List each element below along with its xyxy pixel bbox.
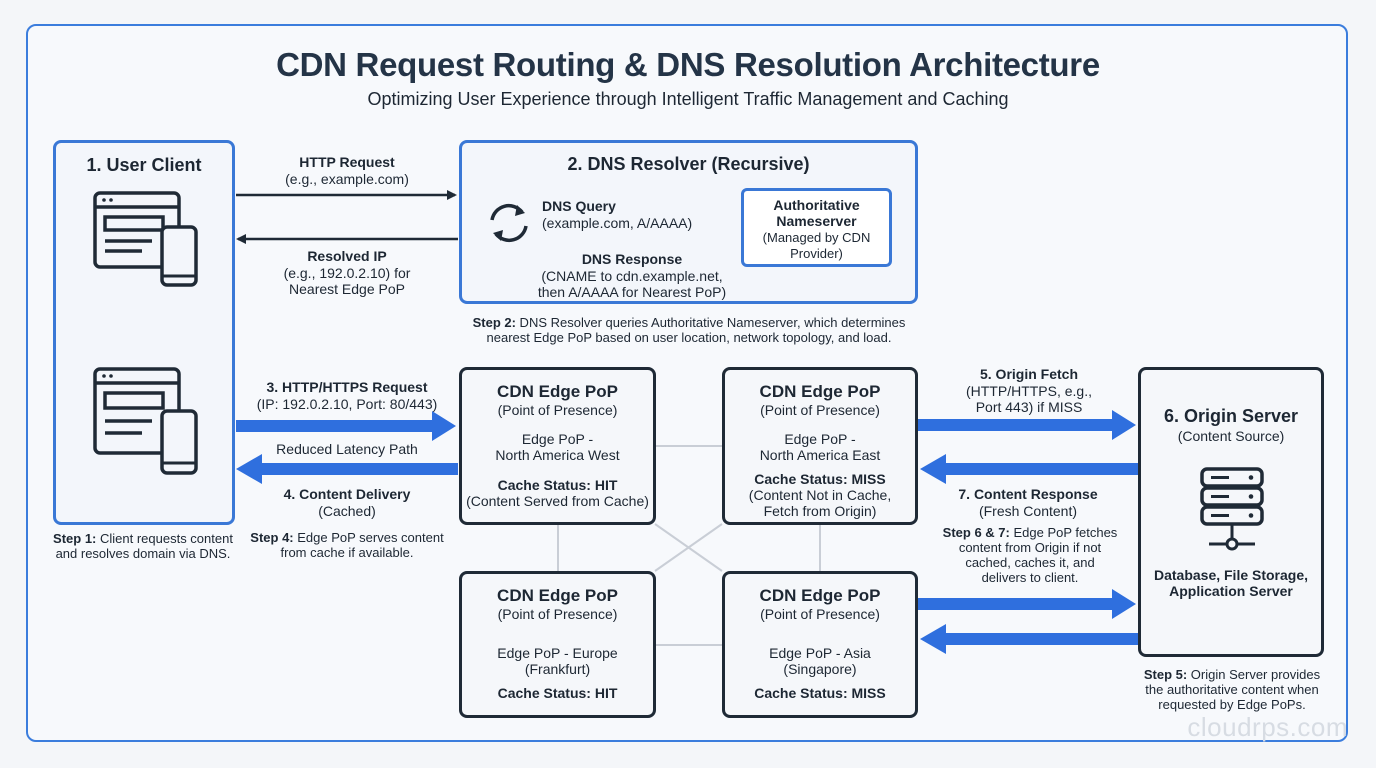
resolved-ip-line1: (e.g., 192.0.2.10) for bbox=[283, 265, 411, 281]
authoritative-detail-1: (Managed by CDN bbox=[762, 230, 871, 245]
origin-server-detail-2: Application Server bbox=[1169, 583, 1293, 599]
step5-line3: requested by Edge PoPs. bbox=[1158, 697, 1306, 712]
step1-line2: and resolves domain via DNS. bbox=[55, 546, 231, 561]
origin-fetch-line2: Port 443) if MISS bbox=[975, 399, 1083, 415]
pop-subtitle: (Point of Presence) bbox=[497, 402, 618, 418]
user-client-title: 1. User Client bbox=[86, 155, 202, 175]
resolved-ip-label: Resolved IP bbox=[307, 248, 387, 264]
page-subtitle: Optimizing User Experience through Intel… bbox=[367, 89, 1009, 109]
user-client-box: 1. User Client bbox=[53, 140, 235, 525]
origin-server-detail-1: Database, File Storage, bbox=[1153, 567, 1309, 583]
step67-line1: Edge PoP fetches bbox=[1009, 525, 1118, 540]
edge-pop-na-west: CDN Edge PoP (Point of Presence) Edge Po… bbox=[459, 367, 656, 525]
pop-title: CDN Edge PoP bbox=[759, 382, 881, 401]
origin-fetch-arrow bbox=[918, 410, 1136, 440]
content-delivery-label: 4. Content Delivery bbox=[283, 486, 411, 502]
edge-pop-europe: CDN Edge PoP (Point of Presence) Edge Po… bbox=[459, 571, 656, 718]
dns-query-detail: (example.com, A/AAAA) bbox=[542, 215, 693, 231]
pop-name-2: North America East bbox=[759, 447, 881, 463]
content-response-arrow bbox=[920, 454, 1138, 484]
pop-name-2: North America West bbox=[495, 447, 620, 463]
desktop-mobile-icon bbox=[93, 367, 198, 475]
step4-note: Step 4: Edge PoP serves content from cac… bbox=[240, 530, 454, 560]
mesh-line bbox=[654, 523, 723, 572]
http-request-detail: (e.g., example.com) bbox=[285, 171, 409, 187]
origin-server-subtitle: (Content Source) bbox=[1177, 428, 1285, 444]
origin-fetch-label: 5. Origin Fetch bbox=[979, 366, 1078, 382]
pop-cache-detail-2: Fetch from Origin) bbox=[763, 503, 877, 519]
dns-query-title: DNS Query bbox=[542, 198, 616, 214]
pop-cache-detail-1: (Content Served from Cache) bbox=[466, 493, 649, 509]
pop-subtitle: (Point of Presence) bbox=[497, 606, 618, 622]
authoritative-nameserver-box: Authoritative Nameserver (Managed by CDN… bbox=[741, 188, 892, 267]
step5-note: Step 5: Origin Server provides the autho… bbox=[1130, 667, 1334, 712]
step67-note: Step 6 & 7: Edge PoP fetches content fro… bbox=[920, 525, 1140, 585]
pop-name-2: (Singapore) bbox=[783, 661, 857, 677]
origin-fetch-line1: (HTTP/HTTPS, e.g., bbox=[965, 383, 1092, 399]
pop-cache-status: Cache Status: HIT bbox=[497, 685, 618, 701]
origin-server-title: 6. Origin Server bbox=[1163, 406, 1299, 426]
step1-line1: Client requests content bbox=[96, 531, 233, 546]
dns-response-title: DNS Response bbox=[581, 251, 683, 267]
step4-label: Step 4: bbox=[250, 530, 294, 545]
content-delivery-arrow bbox=[236, 454, 458, 484]
step1-label: Step 1: bbox=[53, 531, 97, 546]
pop-subtitle: (Point of Presence) bbox=[760, 402, 880, 418]
https-request-detail: (IP: 192.0.2.10, Port: 80/443) bbox=[256, 396, 438, 412]
asia-response-arrow bbox=[920, 624, 1138, 654]
step1-note: Step 1: Client requests content and reso… bbox=[48, 531, 238, 561]
refresh-cycle-icon bbox=[490, 203, 528, 243]
pop-cache-detail-1: (Content Not in Cache, bbox=[748, 487, 892, 503]
pop-cache-status: Cache Status: MISS bbox=[754, 685, 886, 701]
step5-line2: the authoritative content when bbox=[1145, 682, 1319, 697]
step67-label: Step 6 & 7: bbox=[942, 525, 1010, 540]
step67-line4: delivers to client. bbox=[981, 570, 1079, 585]
edge-pop-asia: CDN Edge PoP (Point of Presence) Edge Po… bbox=[722, 571, 918, 718]
content-delivery-detail: (Cached) bbox=[318, 503, 376, 519]
authoritative-title-2: Nameserver bbox=[776, 213, 857, 229]
pop-name-1: Edge PoP - bbox=[521, 431, 594, 447]
dns-response-line2: then A/AAAA for Nearest PoP) bbox=[537, 284, 727, 300]
desktop-mobile-icon bbox=[93, 191, 198, 287]
reduced-latency-label: Reduced Latency Path bbox=[276, 441, 418, 457]
page-title: CDN Request Routing & DNS Resolution Arc… bbox=[276, 46, 1100, 83]
watermark: cloudrps.com bbox=[1187, 712, 1348, 742]
pop-name-1: Edge PoP - Europe bbox=[497, 645, 618, 661]
http-request-label: HTTP Request bbox=[299, 154, 395, 170]
server-stack-icon bbox=[1200, 467, 1264, 551]
step4-line2: from cache if available. bbox=[280, 545, 414, 560]
step5-line1: Origin Server provides bbox=[1187, 667, 1321, 682]
https-request-label: 3. HTTP/HTTPS Request bbox=[266, 379, 428, 395]
step67-line3: cached, caches it, and bbox=[965, 555, 1095, 570]
pop-name-2: (Frankfurt) bbox=[524, 661, 591, 677]
authoritative-title-1: Authoritative bbox=[773, 197, 860, 213]
step2-line1: DNS Resolver queries Authoritative Names… bbox=[515, 315, 906, 330]
step2-note: Step 2: DNS Resolver queries Authoritati… bbox=[459, 315, 919, 345]
pop-subtitle: (Point of Presence) bbox=[760, 606, 880, 622]
edge-pop-na-east: CDN Edge PoP (Point of Presence) Edge Po… bbox=[722, 367, 918, 525]
content-response-label: 7. Content Response bbox=[958, 486, 1098, 502]
pop-title: CDN Edge PoP bbox=[759, 586, 881, 605]
dns-response-line1: (CNAME to cdn.example.net, bbox=[541, 268, 723, 284]
pop-name-1: Edge PoP - bbox=[784, 431, 856, 447]
step2-label: Step 2: bbox=[472, 315, 516, 330]
pop-title: CDN Edge PoP bbox=[497, 586, 618, 605]
pop-cache-status: Cache Status: MISS bbox=[754, 471, 886, 487]
pop-cache-status: Cache Status: HIT bbox=[497, 477, 618, 493]
origin-server-box: 6. Origin Server (Content Source) Databa… bbox=[1138, 367, 1324, 657]
step4-line1: Edge PoP serves content bbox=[293, 530, 444, 545]
resolved-ip-line2: Nearest Edge PoP bbox=[289, 281, 405, 297]
step2-line2: nearest Edge PoP based on user location,… bbox=[486, 330, 892, 345]
pop-title: CDN Edge PoP bbox=[497, 382, 618, 401]
authoritative-detail-2: Provider) bbox=[790, 246, 843, 261]
content-response-detail: (Fresh Content) bbox=[978, 503, 1078, 519]
step5-label: Step 5: bbox=[1143, 667, 1188, 682]
asia-fetch-arrow bbox=[918, 589, 1136, 619]
step67-line2: content from Origin if not bbox=[958, 540, 1102, 555]
pop-name-1: Edge PoP - Asia bbox=[769, 645, 871, 661]
https-request-arrow bbox=[236, 411, 456, 441]
dns-resolver-title: 2. DNS Resolver (Recursive) bbox=[567, 154, 810, 174]
